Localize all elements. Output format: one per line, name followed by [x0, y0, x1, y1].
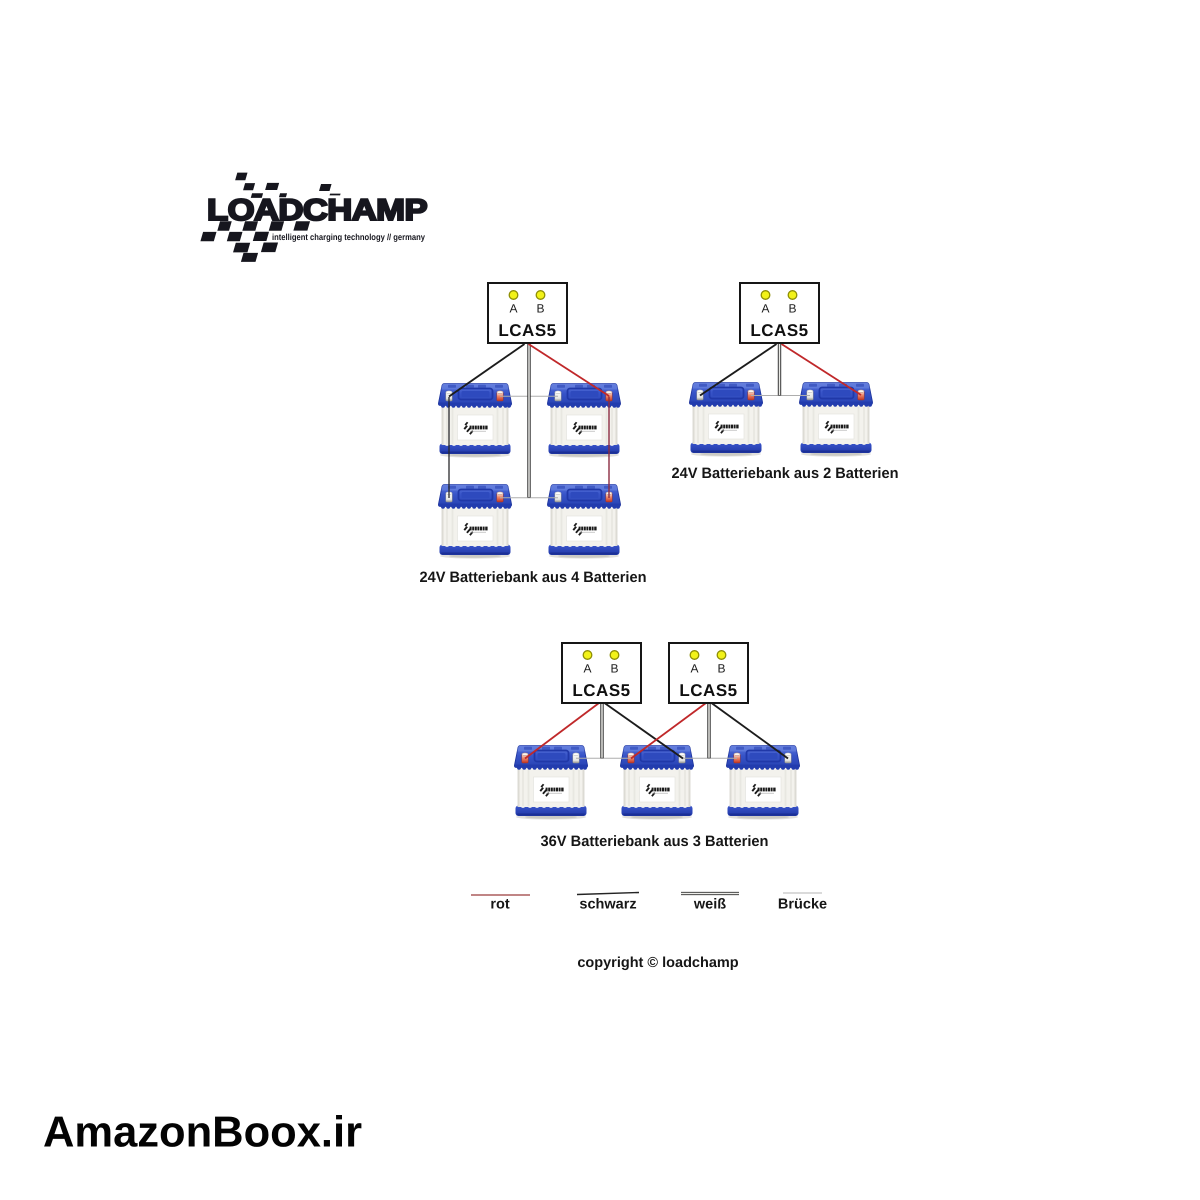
svg-text:copyright © loadchamp: copyright © loadchamp — [577, 955, 738, 971]
svg-text:AmazonBoox.ir: AmazonBoox.ir — [43, 1109, 362, 1157]
svg-text:schwarz: schwarz — [579, 897, 636, 913]
svg-text:rot: rot — [490, 897, 510, 913]
svg-text:intelligent charging technolog: intelligent charging technology // germa… — [272, 232, 425, 242]
svg-text:24V Batteriebank aus 4 Batteri: 24V Batteriebank aus 4 Batterien — [420, 569, 647, 586]
svg-text:Brücke: Brücke — [778, 897, 827, 913]
svg-text:24V Batteriebank aus 2 Batteri: 24V Batteriebank aus 2 Batterien — [672, 465, 899, 482]
svg-text:LOADCHAMP: LOADCHAMP — [207, 194, 427, 227]
svg-text:weiß: weiß — [693, 897, 726, 913]
svg-text:36V Batteriebank aus 3 Batteri: 36V Batteriebank aus 3 Batterien — [541, 833, 769, 850]
